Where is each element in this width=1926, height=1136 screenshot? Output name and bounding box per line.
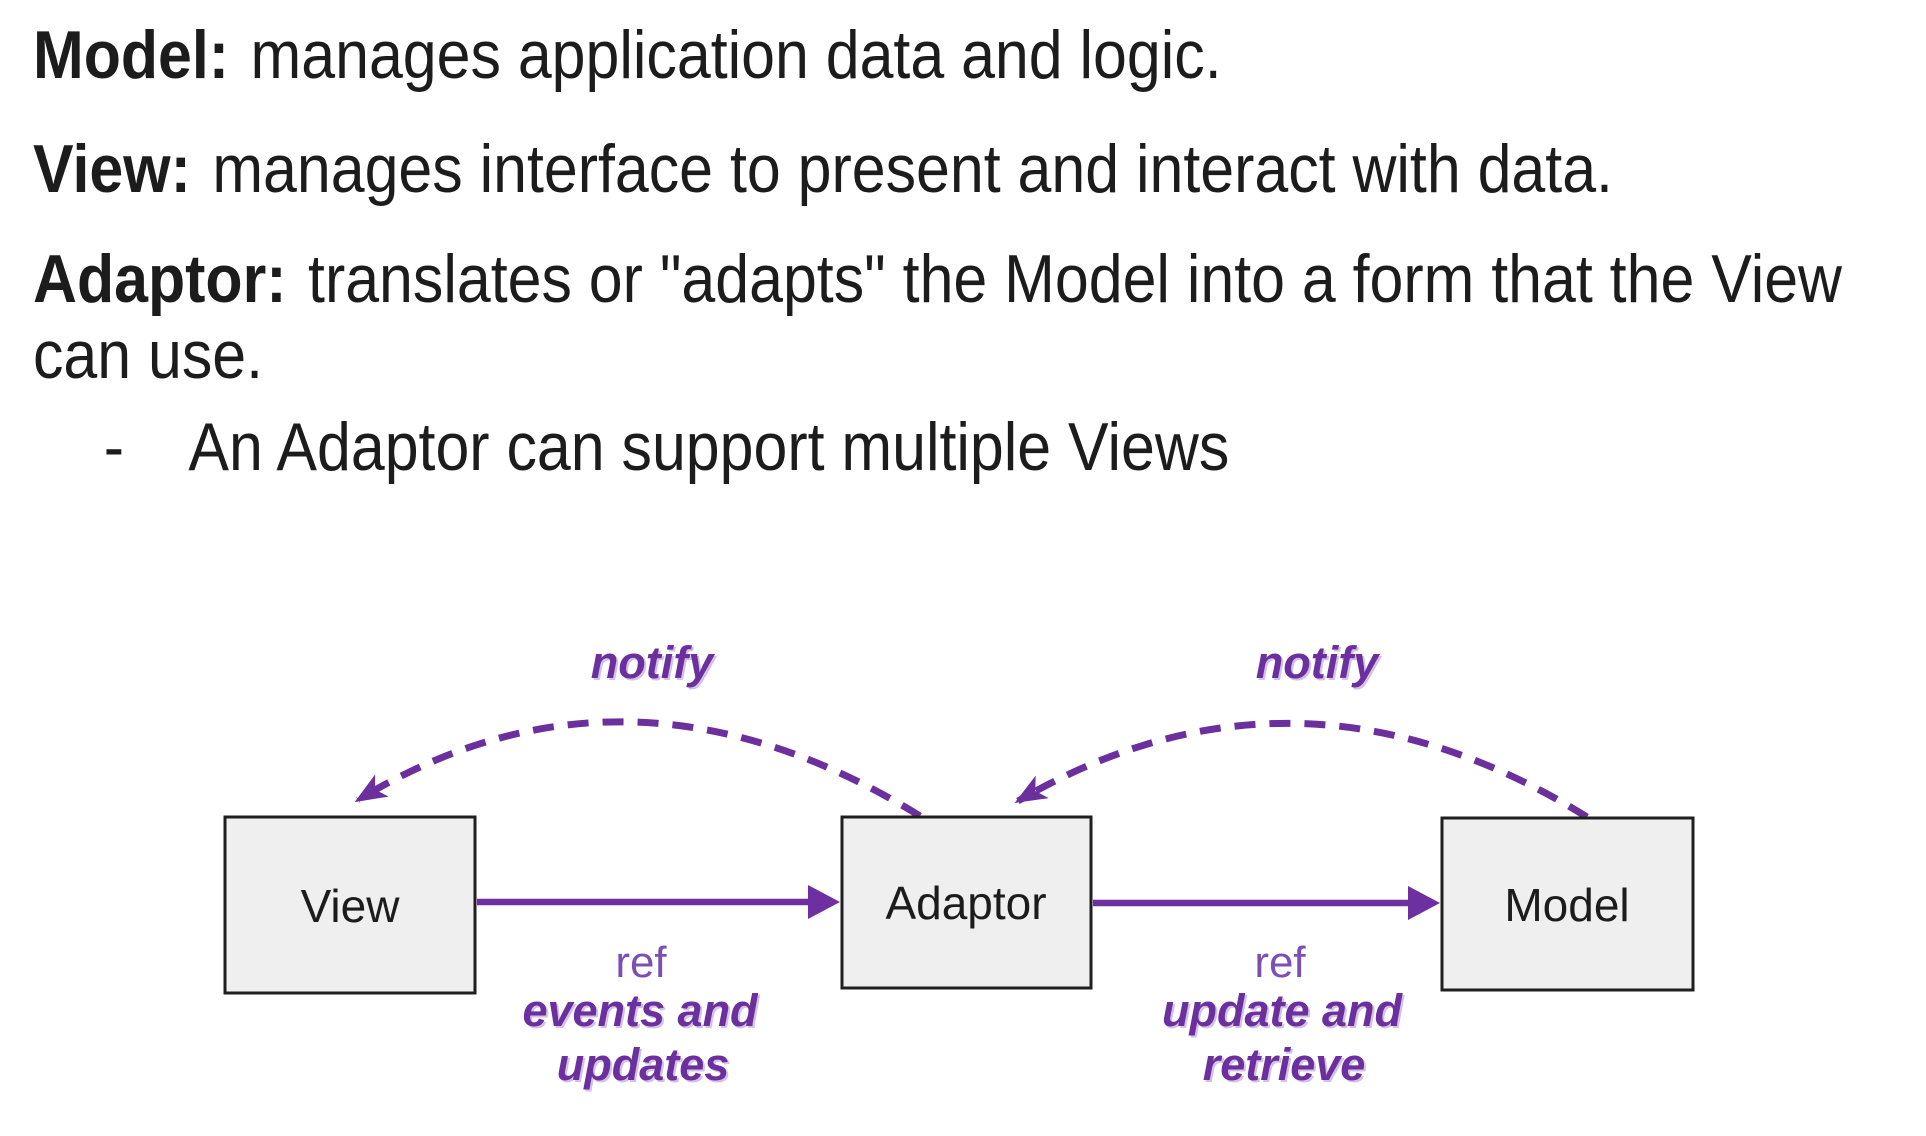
definition-view-desc: manages interface to present and interac…: [212, 131, 1613, 207]
view-box-label: View: [301, 880, 401, 932]
notify-arc-adaptor-to-view: [354, 718, 922, 819]
adaptor-box-label: Adaptor: [885, 877, 1046, 929]
arrow-view-to-adaptor-head: [808, 885, 840, 919]
model-box: [1440, 816, 1695, 992]
notify-label-right: notify: [1256, 637, 1380, 688]
adaptor-box: [840, 815, 1093, 990]
definition-adaptor-term: Adaptor:: [33, 241, 287, 317]
definition-view-term: View:: [33, 131, 191, 207]
definition-adaptor-desc: translates or "adapts" the Model into a …: [33, 241, 1843, 393]
ref-label-right: ref: [1254, 938, 1306, 987]
bullet-dash: -: [103, 409, 124, 485]
updates-label: updates: [557, 1039, 730, 1090]
update-and-label: update and: [1162, 985, 1404, 1036]
notify-arc-model-to-adaptor: [1014, 719, 1589, 820]
retrieve-label: retrieve: [1203, 1039, 1366, 1090]
bullet-item-text: An Adaptor can support multiple Views: [188, 409, 1230, 485]
model-box-label: Model: [1504, 879, 1629, 931]
definition-adaptor: Adaptor:translates or "adapts" the Model…: [33, 241, 1913, 393]
ref-label-left: ref: [615, 938, 667, 987]
view-box: [223, 815, 477, 995]
definition-text-block: Model: manages application data and logic…: [33, 17, 1913, 485]
arrow-adaptor-to-model-head: [1408, 886, 1440, 920]
definition-model-term: Model:: [33, 17, 230, 93]
notify-label-left: notify: [591, 637, 715, 688]
bullet-item: -An Adaptor can support multiple Views: [33, 409, 1913, 485]
definition-model: Model: manages application data and logic…: [33, 17, 1913, 93]
definition-model-desc: manages application data and logic.: [250, 17, 1222, 93]
definition-view: View: manages interface to present and in…: [33, 131, 1913, 207]
events-and-label: events and: [522, 985, 759, 1036]
